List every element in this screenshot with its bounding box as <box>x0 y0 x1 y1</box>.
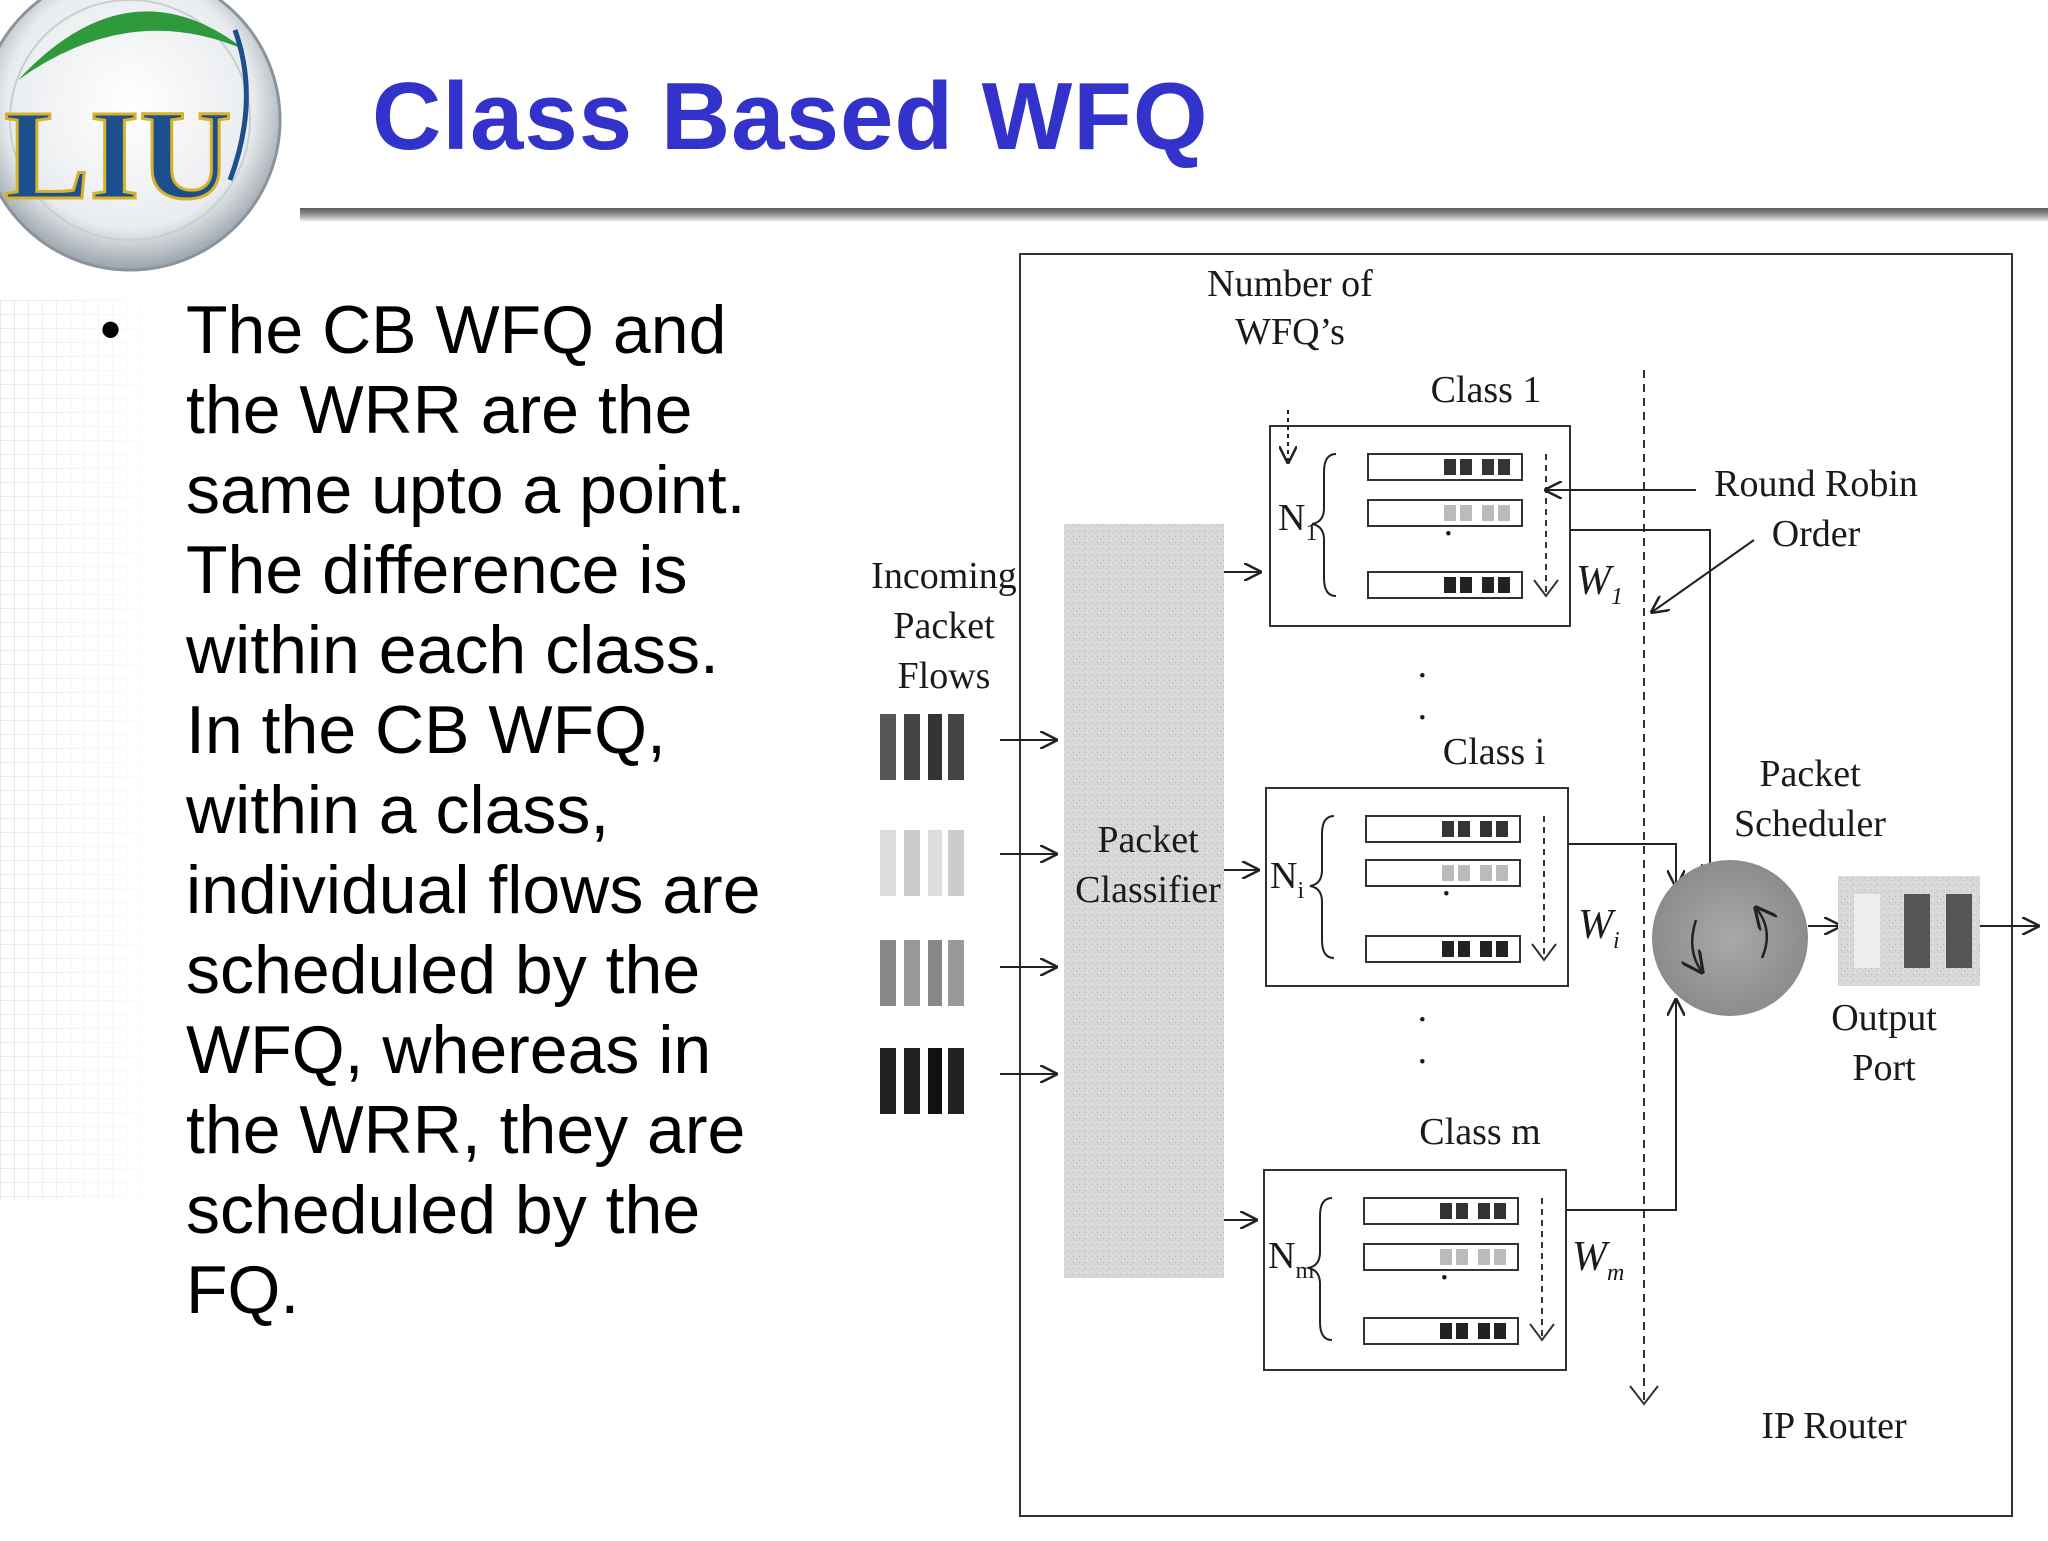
w-label: Wm <box>1572 1234 1624 1286</box>
slide-title: Class Based WFQ <box>372 63 1209 170</box>
bullet-line: scheduled by the <box>186 1172 701 1248</box>
bullet-line: within each class. <box>186 612 719 688</box>
round-robin-label: Order <box>1772 513 1861 555</box>
incoming-flows-label: Packet <box>893 605 995 647</box>
round-robin-label: Round Robin <box>1714 463 1918 505</box>
liu-logo: LIU <box>0 0 320 300</box>
bullet-dot-icon: • <box>100 296 122 363</box>
ellipsis-icon: · <box>1416 697 1429 739</box>
diagram-svg: Number of WFQ’s Incoming Packet Flows Pa… <box>871 253 2048 1517</box>
ellipsis-icon: · <box>1438 1257 1451 1299</box>
queue <box>1363 1197 1519 1225</box>
chevron-down-icon <box>1531 943 1557 962</box>
queue <box>1367 499 1523 527</box>
queue <box>1363 1243 1519 1271</box>
ellipsis-icon: · <box>1416 1041 1429 1083</box>
bullet-line: the WRR, they are <box>186 1092 746 1168</box>
incoming-flows-label: Flows <box>898 655 991 697</box>
class-1-to-scheduler <box>1570 529 1710 880</box>
class-i-to-scheduler <box>1568 843 1676 886</box>
chevron-down-icon <box>1533 579 1559 598</box>
class-label: Class 1 <box>1431 369 1542 411</box>
class-label: Class m <box>1419 1111 1540 1153</box>
flow-2 <box>880 830 964 896</box>
ellipsis-icon: · <box>1416 655 1429 697</box>
bullet-line: scheduled by the <box>186 932 701 1008</box>
queue <box>1367 571 1523 599</box>
packet-classifier <box>1064 524 1224 1278</box>
packet-scheduler-label: Packet <box>1759 753 1861 795</box>
dashed-line-end-icon <box>1629 1385 1659 1406</box>
w-label: Wi <box>1578 902 1620 954</box>
packet-classifier-label: Classifier <box>1075 869 1221 911</box>
bullet-line: individual flows are <box>186 852 761 928</box>
queue <box>1367 453 1523 481</box>
incoming-flows-label: Incoming <box>871 555 1017 597</box>
ellipsis-icon: · <box>1416 999 1429 1041</box>
bullet-line: the WRR are the <box>186 372 693 448</box>
bullet-line: The difference is <box>186 532 688 608</box>
queue <box>1365 815 1521 843</box>
class-i-group: Class i Ni · Wi <box>1224 731 1620 987</box>
w-label: W1 <box>1576 558 1623 610</box>
bullet-line: within a class, <box>186 772 610 848</box>
background-grid <box>0 300 180 1200</box>
chevron-down-icon <box>1529 1323 1555 1342</box>
class-label: Class i <box>1443 731 1545 773</box>
class-box <box>1263 1169 1567 1371</box>
output-port-label: Output <box>1831 997 1937 1039</box>
ip-router-label: IP Router <box>1761 1405 1907 1447</box>
bullet-text: The CB WFQ and the WRR are the same upto… <box>186 290 866 1330</box>
rotate-icon <box>1692 919 1702 972</box>
bullet-line: WFQ, whereas in <box>186 1012 712 1088</box>
flow-4 <box>880 1048 964 1114</box>
queue <box>1365 935 1521 963</box>
class-m-to-scheduler <box>1566 1000 1676 1211</box>
logo-text: LIU <box>4 84 232 226</box>
n-label: Ni <box>1270 855 1304 904</box>
flow-1 <box>880 714 964 780</box>
packet-scheduler-label: Scheduler <box>1734 803 1886 845</box>
bullet-line: same upto a point. <box>186 452 746 528</box>
ellipsis-icon: · <box>1440 873 1453 915</box>
queue <box>1365 859 1521 887</box>
brace-icon <box>1311 453 1337 597</box>
number-of-wfqs-label: WFQ’s <box>1235 311 1345 353</box>
ip-router-frame <box>1019 253 2013 1517</box>
ellipsis-icon: · <box>1442 513 1455 555</box>
number-of-wfqs-label: Number of <box>1207 263 1373 305</box>
round-robin-arrow <box>1652 539 1755 612</box>
bullet-line: In the CB WFQ, <box>186 692 666 768</box>
packet-classifier-label: Packet <box>1097 819 1199 861</box>
class-m-group: Class m Nm · Wm <box>1224 1111 1624 1371</box>
brace-icon <box>1307 1197 1333 1341</box>
cbwfq-diagram: Number of WFQ’s Incoming Packet Flows Pa… <box>850 240 2048 1536</box>
brace-icon <box>1309 815 1335 959</box>
output-port-label: Port <box>1852 1047 1916 1089</box>
flow-3 <box>880 940 964 1006</box>
packet-scheduler <box>1652 860 1808 1016</box>
class-box <box>1269 425 1571 627</box>
title-divider <box>300 208 2048 222</box>
n-label: N1 <box>1278 497 1317 546</box>
class-1-group: Class 1 N1 · W1 <box>1224 369 1623 627</box>
rotate-icon <box>1756 908 1767 959</box>
bullet-line: FQ. <box>186 1252 300 1328</box>
queue <box>1363 1317 1519 1345</box>
n-label: Nm <box>1268 1235 1314 1284</box>
class-box <box>1265 787 1569 987</box>
output-port <box>1838 876 1980 986</box>
bullet-line: The CB WFQ and <box>186 292 727 368</box>
